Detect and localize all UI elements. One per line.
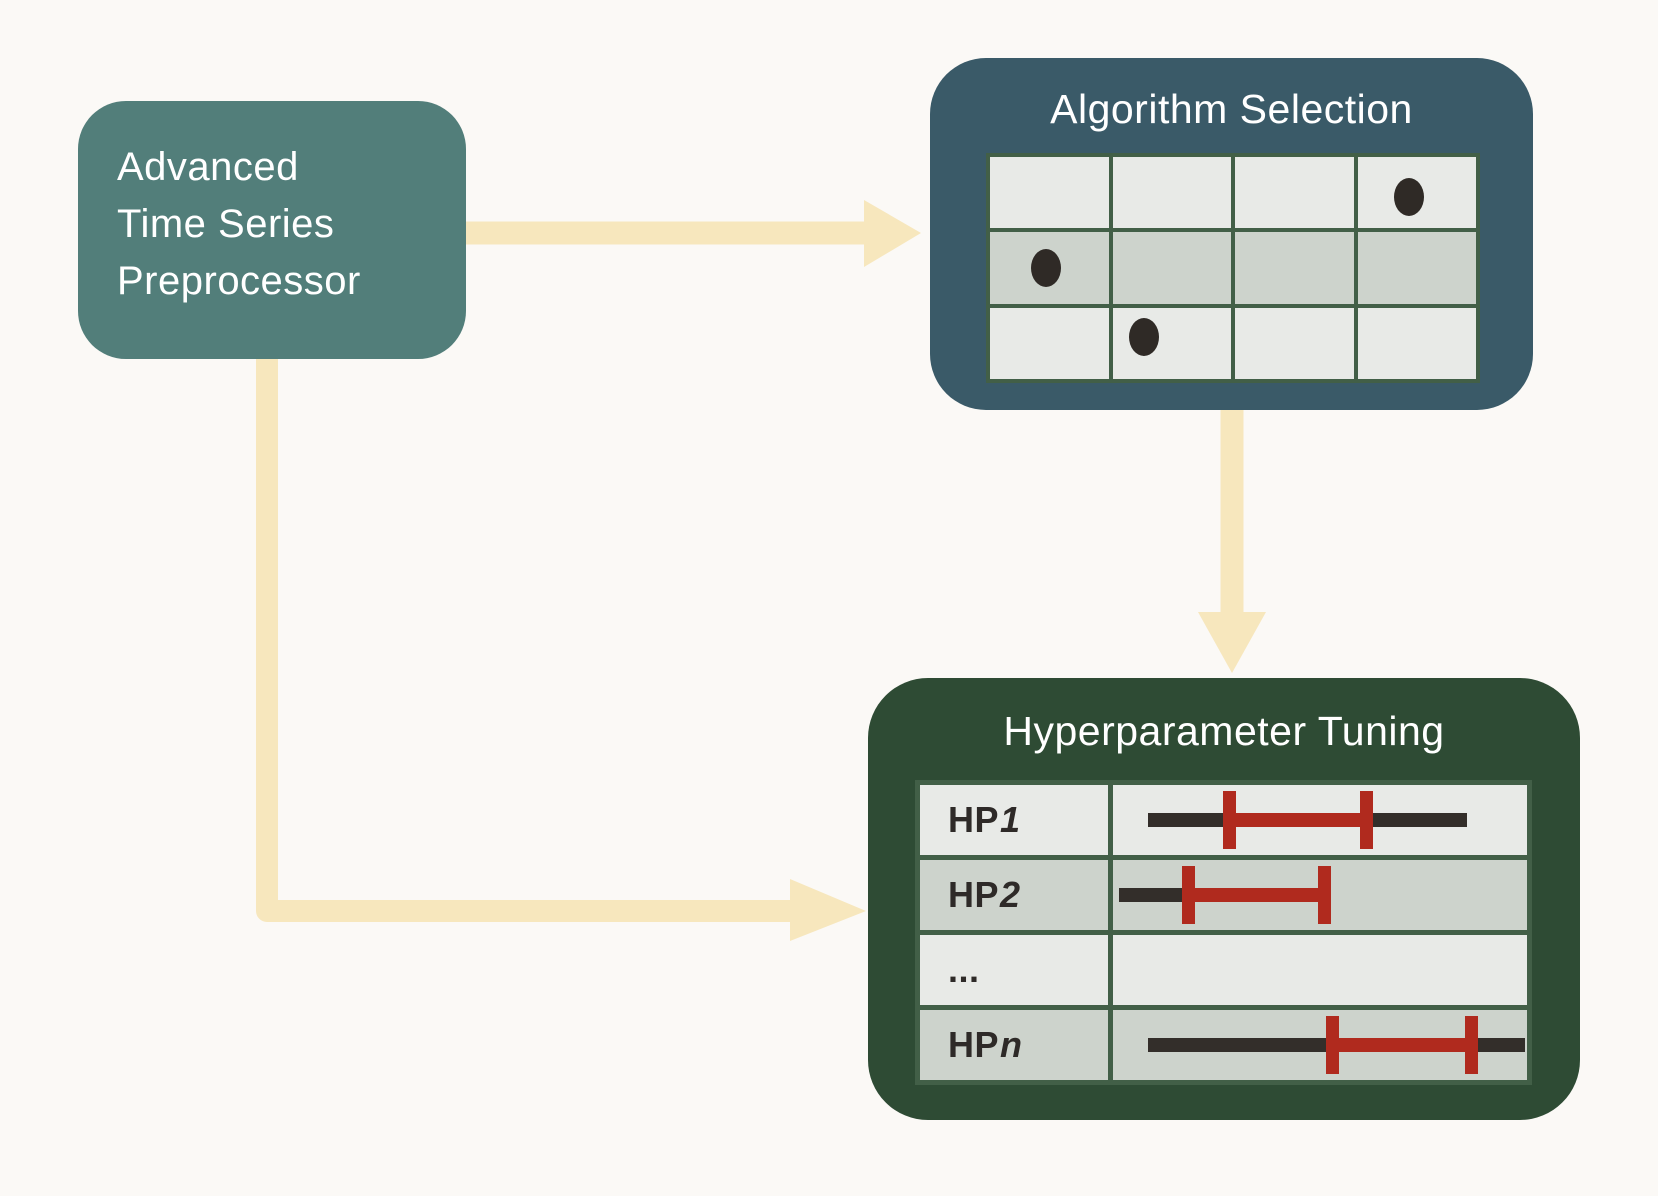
hp-selected-range: [1332, 1038, 1472, 1052]
algorithm-cell-r2c1: [990, 232, 1109, 304]
hp-range-cell: [1113, 785, 1527, 855]
hp-selected-range: [1228, 813, 1366, 827]
algorithm-selection-box: Algorithm Selection: [930, 58, 1533, 410]
hp-selected-range: [1187, 888, 1325, 902]
arrow-preprocessor-to-algorithm: [466, 200, 921, 267]
algorithm-cell-r3c3: [1235, 307, 1354, 379]
hp-search-line: [1119, 888, 1188, 902]
algorithm-cell-r3c2: [1112, 307, 1231, 379]
hyperparameter-tuning-title: Hyperparameter Tuning: [1003, 708, 1445, 754]
hp-table-row: ...: [920, 935, 1527, 1005]
algorithm-cell-r1c1: [990, 157, 1109, 229]
algorithm-cell-r1c2: [1112, 157, 1231, 229]
preprocessor-label-line1: Advanced: [117, 145, 299, 189]
hp-range-endcap: [1326, 1015, 1340, 1075]
preprocessor-label-line2: Time Series: [117, 202, 335, 246]
hp-range-endcap: [1181, 865, 1195, 925]
hp-row-label: ...: [920, 935, 1108, 1005]
algorithm-selection-title: Algorithm Selection: [1050, 86, 1413, 132]
hp-range-endcap: [1318, 865, 1332, 925]
arrow-algorithm-to-hyperparameter: [1198, 410, 1266, 673]
algorithm-cell-r1c3: [1235, 157, 1354, 229]
arrow-preprocessor-to-hyperparameter: [256, 358, 866, 941]
selected-algorithm-dot: [1031, 248, 1062, 287]
hp-range-cell: [1113, 935, 1527, 1005]
algorithm-cell-r1c4: [1357, 157, 1476, 229]
selected-algorithm-dot: [1393, 177, 1424, 216]
hp-range-endcap: [1465, 1015, 1479, 1075]
algorithm-selection-grid: [986, 153, 1480, 383]
hp-range-cell: [1113, 1010, 1527, 1080]
algorithm-cell-r2c4: [1357, 232, 1476, 304]
algorithm-cell-r2c2: [1112, 232, 1231, 304]
hp-range-cell: [1113, 860, 1527, 930]
hp-range-endcap: [1222, 790, 1236, 850]
hp-range-endcap: [1359, 790, 1373, 850]
preprocessor-label-line3: Preprocessor: [117, 259, 361, 303]
algorithm-cell-r3c4: [1357, 307, 1476, 379]
preprocessor-box: Advanced Time Series Preprocessor: [78, 101, 466, 359]
selected-algorithm-dot: [1128, 318, 1159, 357]
algorithm-cell-r3c1: [990, 307, 1109, 379]
algorithm-cell-r2c3: [1235, 232, 1354, 304]
